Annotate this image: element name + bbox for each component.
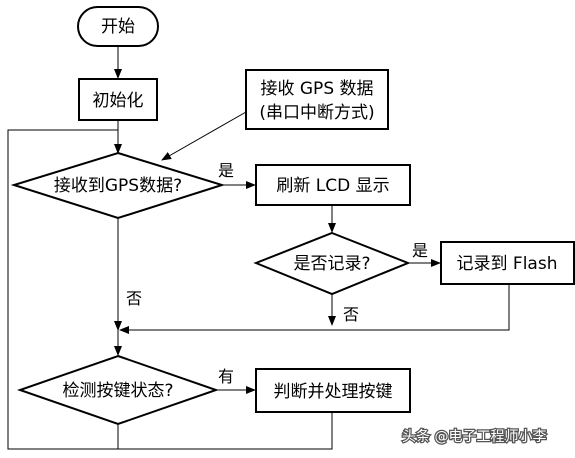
edge-flash-merge <box>119 284 510 334</box>
edge-note-gps-check <box>161 111 247 161</box>
gps-check-diamond <box>10 151 226 220</box>
node-record-flash: 记录到 Flash <box>440 241 575 285</box>
node-start: 开始 <box>77 6 159 47</box>
key-handle-label: 判断并处理按键 <box>274 382 393 402</box>
node-gps-check: 接收到GPS数据? <box>10 151 226 220</box>
edge-key-handle-loop <box>118 412 333 450</box>
key-check-label: 检测按键状态? <box>62 381 173 401</box>
gps-note-line2: (串口中断方式) <box>259 103 374 123</box>
refresh-lcd-box <box>255 164 411 206</box>
node-init: 初始化 <box>78 78 158 121</box>
key-handle-box <box>255 368 411 413</box>
gps-note-box <box>245 69 389 130</box>
node-gps-note: 接收 GPS 数据 (串口中断方式) <box>245 69 389 130</box>
record-check-diamond <box>253 231 411 296</box>
gps-note-line1: 接收 GPS 数据 <box>260 79 373 99</box>
init-label: 初始化 <box>93 91 144 111</box>
start-label: 开始 <box>101 17 135 37</box>
start-terminal <box>77 6 159 47</box>
refresh-lcd-label: 刷新 LCD 显示 <box>276 176 389 196</box>
key-check-diamond <box>16 354 220 426</box>
node-refresh-lcd: 刷新 LCD 显示 <box>255 164 411 206</box>
record-flash-label: 记录到 Flash <box>457 254 558 274</box>
node-key-check: 检测按键状态? <box>16 354 220 426</box>
record-yes-label: 是 <box>412 241 428 260</box>
key-yes-label: 有 <box>218 367 234 386</box>
edge-main-loop <box>7 129 118 450</box>
init-box <box>78 78 158 121</box>
connectors <box>7 46 510 450</box>
watermark: 头条 @电子工程师小李 <box>402 428 546 445</box>
gps-no-label: 否 <box>126 289 142 308</box>
gps-yes-label: 是 <box>218 161 234 180</box>
node-record-check: 是否记录? <box>253 231 411 296</box>
gps-check-label: 接收到GPS数据? <box>54 176 182 196</box>
record-no-label: 否 <box>343 305 359 324</box>
record-check-label: 是否记录? <box>293 254 370 274</box>
node-key-handle: 判断并处理按键 <box>255 368 411 413</box>
record-flash-box <box>440 241 575 285</box>
